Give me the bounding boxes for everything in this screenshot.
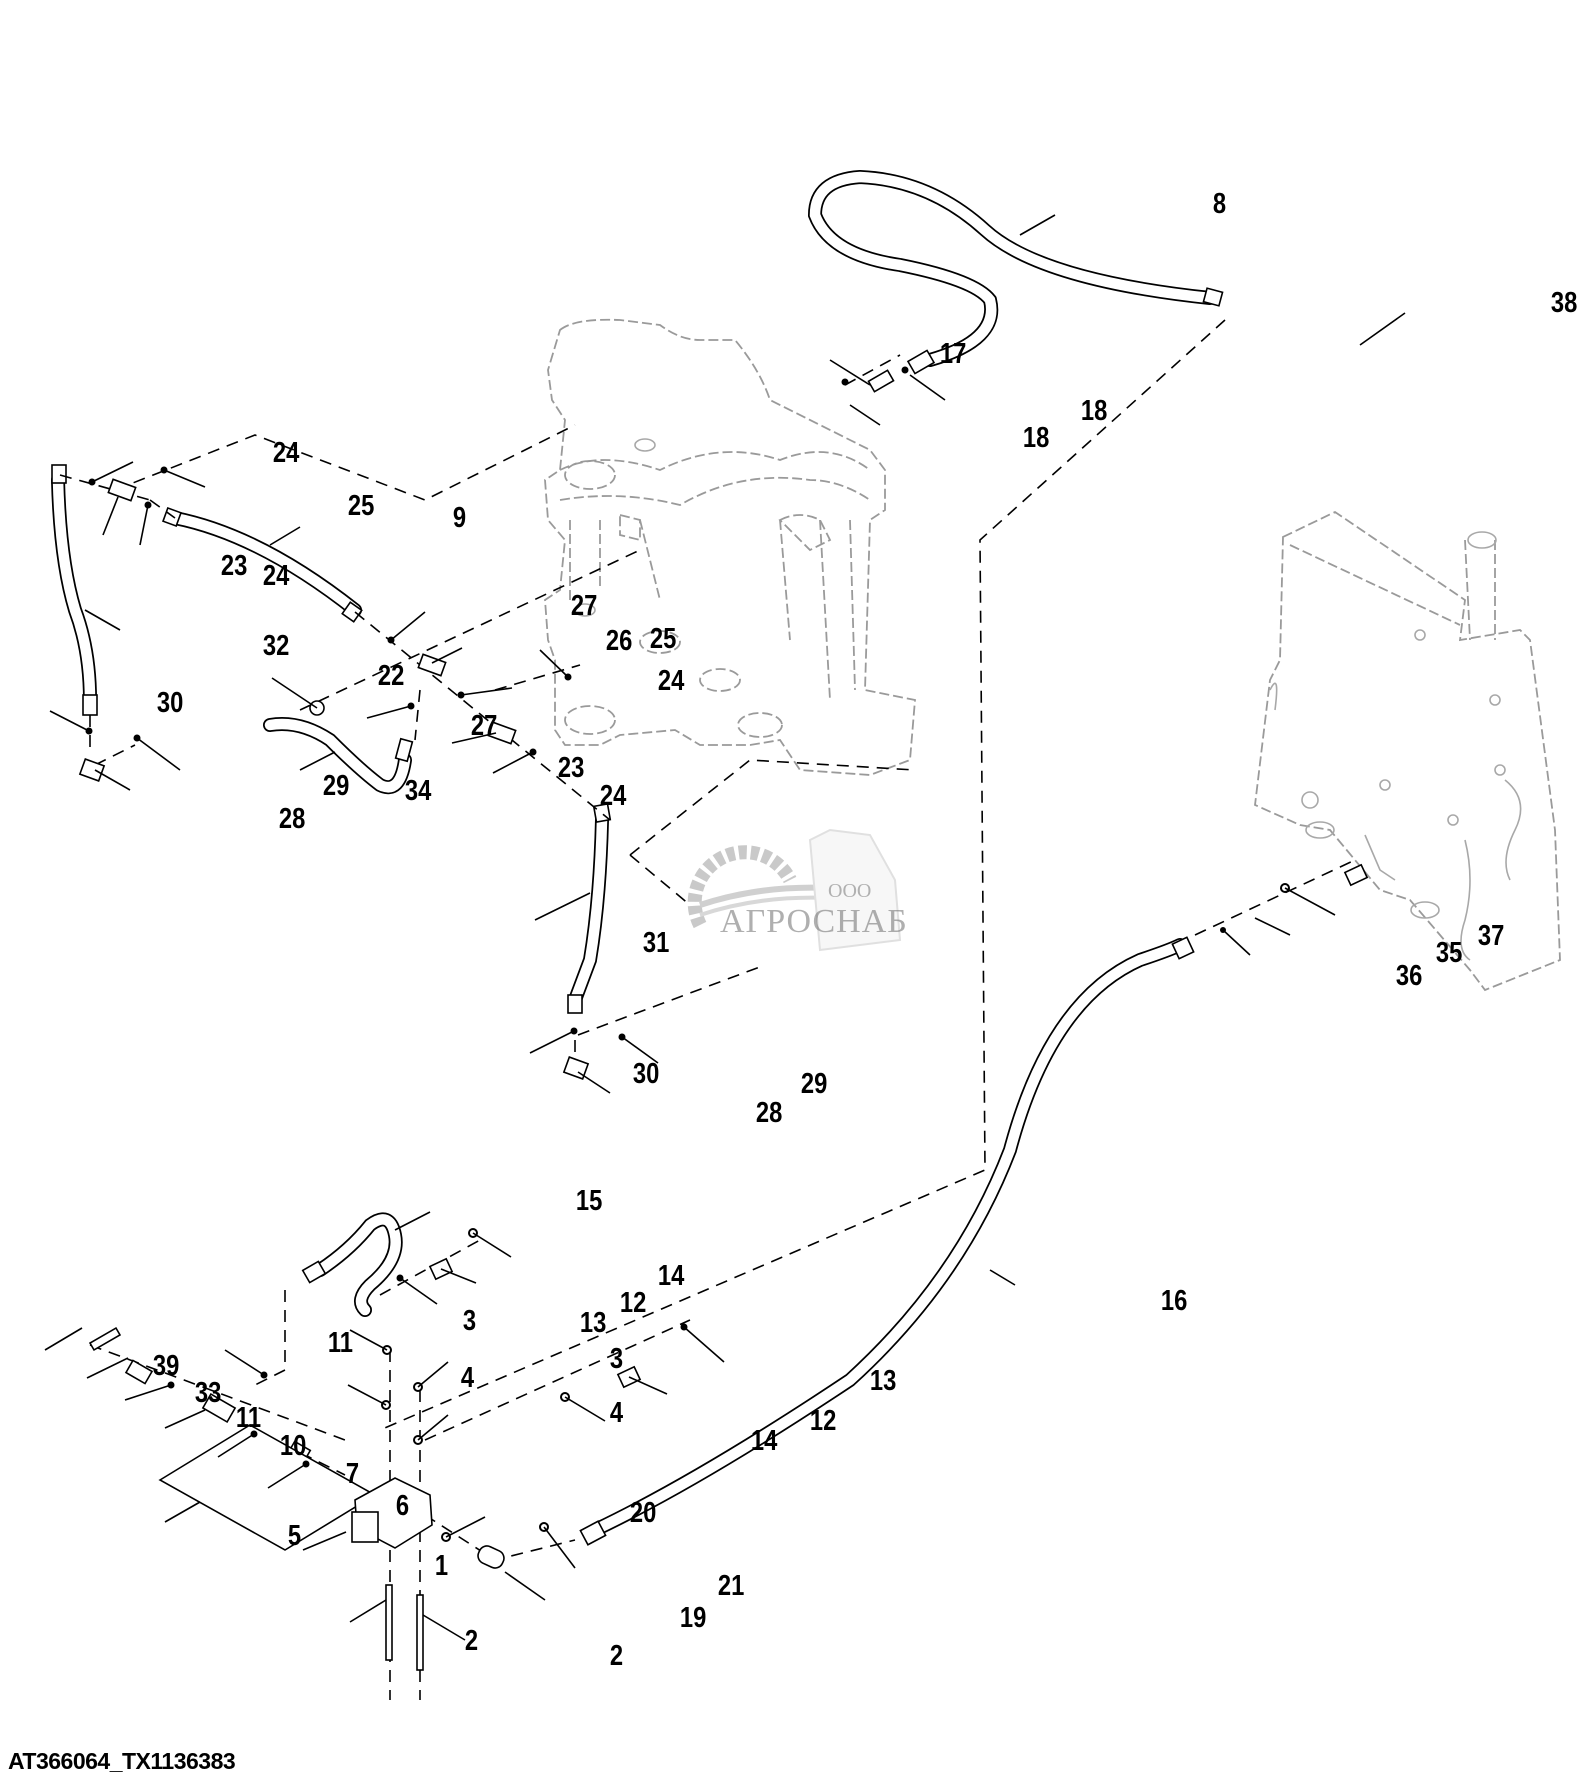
hose-31 [567,802,612,1014]
figure-code: AT366064_TX1136383 [8,1748,236,1774]
callout-30: 30 [633,1057,659,1090]
tee-fitting-23b [487,721,517,745]
callout-1: 1 [435,1549,448,1582]
hose-16 [579,936,1195,1546]
callout-14: 14 [658,1259,685,1292]
callout-33: 33 [195,1376,221,1409]
callout-20: 20 [630,1496,656,1529]
callout-24: 24 [263,559,290,592]
watermark-prefix: ООО [828,880,872,902]
callout-13: 13 [870,1364,896,1397]
adapter-35 [1343,863,1369,887]
callout-6: 6 [396,1489,409,1522]
callout-22: 22 [378,659,404,692]
callout-labels: 8 38 17 18 18 24 25 9 23 24 32 30 29 28 … [153,187,1577,1672]
callout-11: 11 [328,1326,353,1359]
callout-17: 17 [940,337,966,370]
callout-25: 25 [650,622,676,655]
callout-34: 34 [405,774,432,807]
callout-18: 18 [1023,421,1049,454]
tee-fitting-26 [417,653,447,677]
ghost-mounting-bracket [544,318,916,776]
callout-18: 18 [1081,394,1107,427]
callout-4: 4 [461,1361,474,1394]
callout-23: 23 [558,751,584,784]
fittings [78,369,1369,1671]
callout-12: 12 [620,1286,646,1319]
callout-19: 19 [680,1601,706,1634]
callout-24: 24 [600,779,627,812]
callout-23: 23 [221,549,247,582]
callout-2: 2 [610,1639,623,1672]
callout-21: 21 [718,1569,744,1602]
leader-lines [44,214,1406,1641]
callout-3: 3 [610,1342,623,1375]
callout-11: 11 [236,1401,261,1434]
bolt-2a [385,1584,393,1661]
hose-34 [263,717,414,795]
fitting-33 [124,1359,154,1385]
callout-4: 4 [610,1396,623,1429]
callout-38: 38 [1551,286,1577,319]
kit-outline-5 [158,1424,377,1551]
callout-3: 3 [463,1304,476,1337]
hose-8 [807,169,1224,375]
callout-27: 27 [571,589,597,622]
watermark-name: АГРОСНАБ [720,903,908,940]
callout-14: 14 [751,1424,778,1457]
callout-15: 15 [576,1184,602,1217]
hose-15 [301,1212,403,1317]
callout-2: 2 [465,1624,478,1657]
watermark: ООО АГРОСНАБ [680,835,930,965]
callout-28: 28 [756,1096,782,1129]
callout-29: 29 [801,1067,827,1100]
callout-39: 39 [153,1349,179,1382]
callout-13: 13 [580,1306,606,1339]
callout-25: 25 [348,489,374,522]
ghost-control-housing [1254,510,1561,992]
callout-28: 28 [279,802,305,835]
callout-9: 9 [453,501,466,534]
callout-8: 8 [1213,187,1226,220]
callout-31: 31 [643,926,669,959]
cap-39 [88,1326,122,1352]
callout-32: 32 [263,629,289,662]
callout-10: 10 [280,1429,306,1462]
adapter-17 [867,369,895,393]
callout-5: 5 [288,1519,301,1552]
callout-7: 7 [346,1457,359,1490]
bolt-2b [416,1594,424,1671]
elbow-19 [477,1545,505,1569]
callout-37: 37 [1478,919,1504,952]
callout-12: 12 [810,1404,836,1437]
callout-36: 36 [1396,959,1422,992]
tee-10 [201,1392,237,1424]
valve-port-1 [351,1511,379,1543]
callout-26: 26 [606,624,632,657]
callout-16: 16 [1161,1284,1187,1317]
callout-24: 24 [658,664,685,697]
callout-30: 30 [157,686,183,719]
callout-24: 24 [273,436,300,469]
tee-fitting-23 [107,478,137,502]
watermark-logo [687,828,902,952]
hose-32 [51,464,98,716]
elbow-28b [562,1056,590,1080]
callout-35: 35 [1436,936,1462,969]
hose-9 [162,507,363,623]
callout-29: 29 [323,769,349,802]
callout-27: 27 [471,709,497,742]
